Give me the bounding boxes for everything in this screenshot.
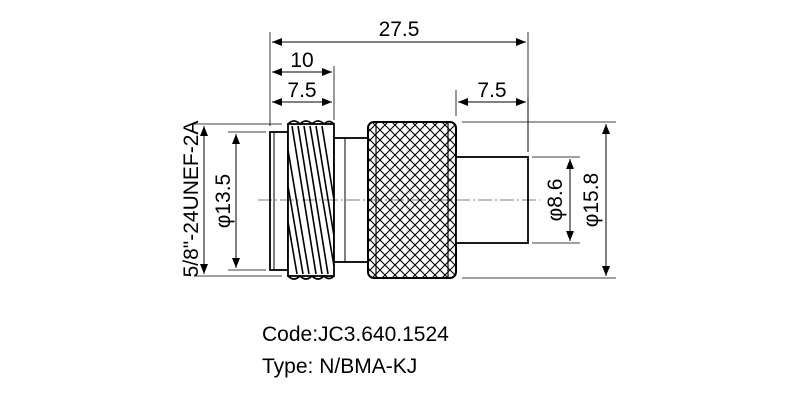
dimension-labels: 27.5 10 7.5 7.5 φ8.6 φ15.8 φ13.5 5/8"-24… bbox=[180, 18, 603, 277]
dim-thread-section-length: 10 bbox=[290, 49, 313, 72]
neck bbox=[333, 137, 369, 263]
dim-pin-diameter: φ8.6 bbox=[544, 179, 567, 222]
product-code: Code:JC3.640.1524 bbox=[262, 323, 449, 346]
dim-thread-spec: 5/8"-24UNEF-2A bbox=[180, 121, 203, 278]
connector-body bbox=[258, 120, 540, 280]
left-sleeve bbox=[269, 131, 289, 271]
dimension-lines bbox=[200, 38, 610, 276]
product-type: Type: N/BMA-KJ bbox=[262, 355, 418, 378]
extension-lines bbox=[194, 32, 616, 279]
dim-overall-length: 27.5 bbox=[379, 18, 420, 41]
dim-body-diameter: φ15.8 bbox=[580, 173, 603, 228]
dim-thread-inner-diameter: φ13.5 bbox=[212, 174, 235, 229]
dim-thread-length: 7.5 bbox=[287, 79, 316, 102]
dim-pin-length: 7.5 bbox=[477, 79, 506, 102]
